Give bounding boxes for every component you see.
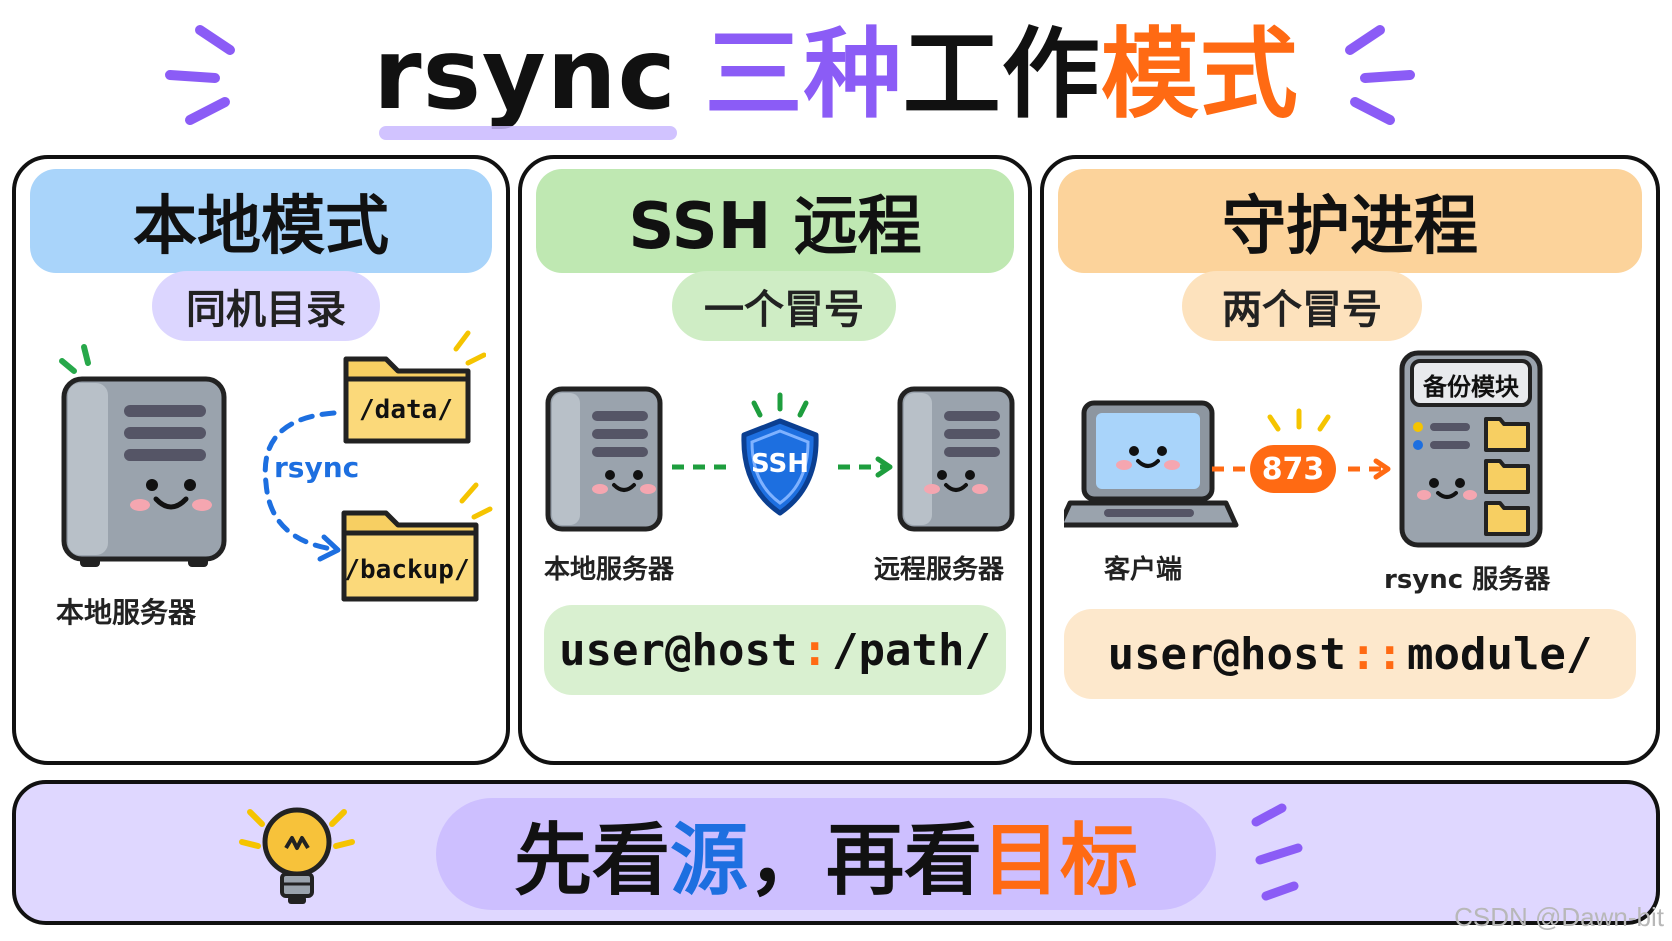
sparkle-bottom-icon (1251, 803, 1303, 901)
panel-daemon-header: 守护进程 (1058, 169, 1642, 273)
panel-local-pill: 同机目录 (152, 271, 380, 341)
watermark: CSDN @Dawn-bit (1454, 902, 1664, 932)
title-three: 三种 (704, 18, 903, 132)
tip-target: 目标 (982, 816, 1139, 906)
tip-part3: ，再看 (748, 816, 983, 906)
daemon-cmd-suffix: module/ (1406, 628, 1593, 680)
tip-text: 先看 源 ，再看 目标 (436, 798, 1216, 910)
ssh-dashed-arrow-icon (672, 456, 893, 478)
port-badge: 873 (1250, 445, 1336, 493)
panel-ssh-header: SSH 远程 (536, 169, 1014, 273)
daemon-client-caption: 客户端 (1104, 555, 1183, 585)
daemon-server-caption: rsync 服务器 (1384, 565, 1551, 595)
daemon-dashed-arrow-icon (1212, 458, 1391, 480)
local-server-icon (545, 386, 663, 532)
title-mode: 模式 (1100, 18, 1299, 132)
daemon-cmd-prefix: user@host (1107, 628, 1346, 680)
daemon-cmd-separator: :: (1350, 628, 1403, 680)
panel-local-mode: 本地模式 同机目录 本地服务器 /data/ /backup/ rsync (12, 155, 510, 765)
folder-data-label: /data/ (359, 395, 453, 425)
ssh-remote-caption: 远程服务器 (874, 555, 1005, 585)
ssh-cmd-suffix: /path/ (831, 624, 991, 676)
rsync-server-icon (1399, 350, 1543, 548)
bottom-tip-bar: 先看 源 ，再看 目标 (12, 780, 1660, 925)
ssh-shield-icon (741, 392, 819, 516)
ssh-cmd-prefix: user@host (559, 624, 798, 676)
folder-backup-icon (341, 482, 493, 602)
ssh-command: user@host : /path/ (544, 605, 1006, 695)
remote-server-icon (897, 386, 1015, 532)
ssh-local-caption: 本地服务器 (544, 555, 675, 585)
panel-local-header: 本地模式 (30, 169, 492, 273)
main-title: rsync 三种 工作 模式 (0, 0, 1672, 150)
local-server-caption: 本地服务器 (56, 596, 197, 629)
ssh-shield-label: SSH (750, 449, 810, 479)
rsync-arrow-label: rsync (274, 451, 360, 484)
panel-ssh-pill: 一个冒号 (672, 271, 896, 341)
tip-source: 源 (669, 816, 748, 906)
panel-ssh-remote: SSH 远程 一个冒号 本地服务器 SSH 远程服务器 user@host : … (518, 155, 1032, 765)
rsync-arrow-icon (262, 410, 341, 562)
lightbulb-icon (239, 807, 355, 904)
folder-backup-label: /backup/ (344, 555, 470, 585)
tip-part1: 先看 (513, 816, 670, 906)
folder-data-icon (343, 330, 486, 444)
sparkle-right-icon (1345, 25, 1415, 125)
title-work: 工作 (902, 18, 1101, 132)
ssh-cmd-separator: : (801, 624, 828, 676)
client-laptop-icon (1064, 400, 1239, 528)
port-sparkle-icon (1267, 408, 1331, 432)
local-server-icon (59, 344, 227, 567)
daemon-command: user@host :: module/ (1064, 609, 1636, 699)
backup-module-label: 备份模块 (1423, 373, 1519, 401)
panel-daemon-pill: 两个冒号 (1182, 271, 1422, 341)
title-rsync: rsync (373, 18, 678, 140)
panel-daemon: 守护进程 两个冒号 客户端 873 备份模块 rsync 服务器 u (1040, 155, 1660, 765)
sparkle-left-icon (165, 25, 235, 125)
